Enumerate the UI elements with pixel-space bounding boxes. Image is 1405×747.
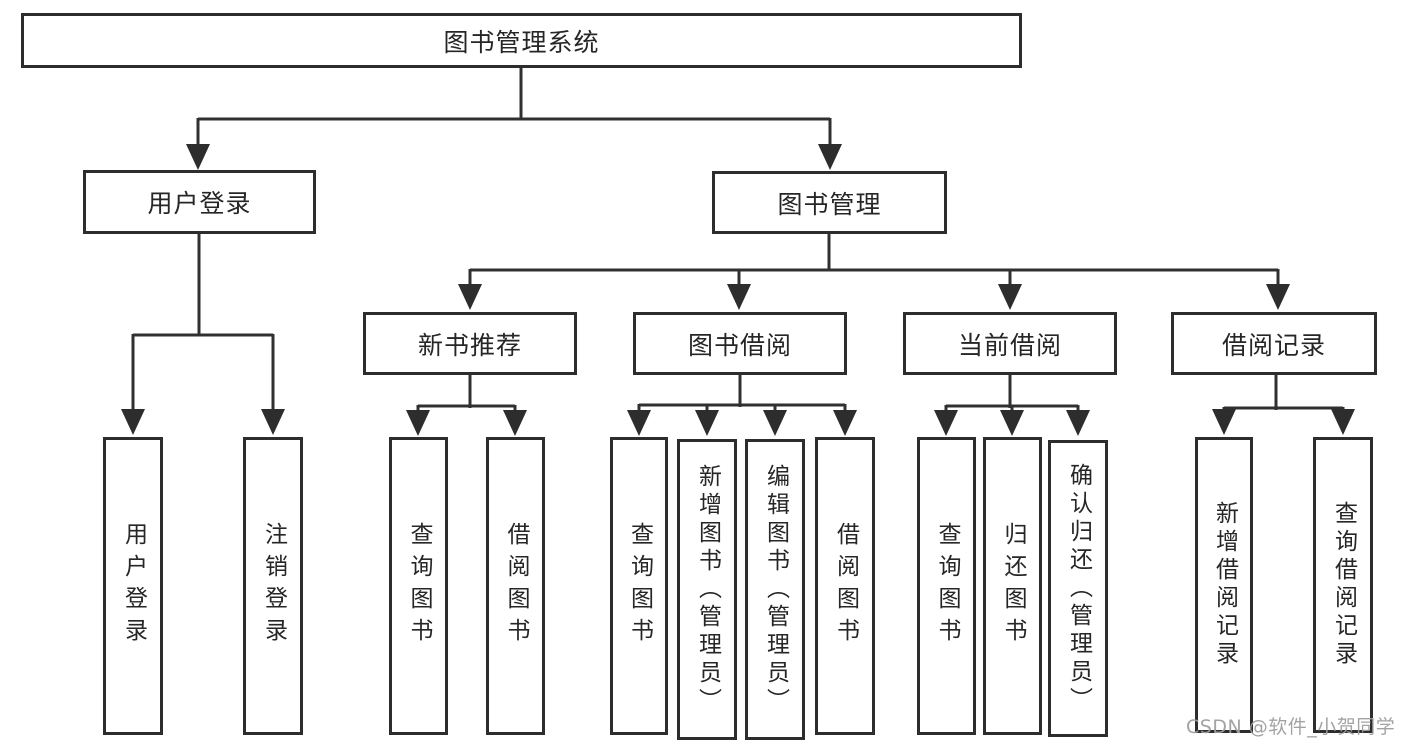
leaf-label: 查询图书 [626, 522, 653, 650]
node-current-borrow: 当前借阅 [903, 312, 1117, 375]
node-label: 当前借阅 [957, 330, 1062, 360]
leaf-query-book-recommend: 查询图书 [389, 437, 448, 735]
arrowhead [1000, 410, 1024, 436]
arrowhead [998, 284, 1022, 310]
node-book-borrow: 图书借阅 [633, 312, 847, 375]
leaf-borrow-book: 借阅图书 [815, 437, 875, 735]
leaf-label: 查询图书 [406, 522, 432, 650]
node-label: 图书借阅 [687, 330, 792, 360]
arrowhead [833, 410, 857, 436]
leaf-confirm-return-admin: 确认归还（管理员） [1048, 440, 1108, 737]
node-label: 图书管理 [777, 189, 882, 219]
arrowhead [695, 410, 719, 436]
node-book-management: 图书管理 [712, 171, 947, 234]
arrowhead [727, 284, 751, 310]
leaf-edit-book-admin: 编辑图书（管理员） [745, 439, 805, 740]
node-label: 图书管理系统 [443, 27, 600, 57]
arrowhead [627, 410, 651, 436]
leaf-query-borrow-record: 查询借阅记录 [1313, 437, 1373, 733]
leaf-add-borrow-record: 新增借阅记录 [1195, 437, 1253, 733]
leaf-return-book: 归还图书 [983, 437, 1042, 735]
leaf-label: 用户登录 [120, 522, 147, 650]
node-label: 借阅记录 [1221, 330, 1326, 360]
leaf-label: 归还图书 [1000, 522, 1026, 650]
arrowhead [186, 144, 210, 170]
leaf-query-book-borrow: 查询图书 [610, 437, 668, 735]
arrowhead [1066, 410, 1090, 436]
leaf-user-login: 用户登录 [103, 437, 163, 735]
node-user-login: 用户登录 [83, 170, 316, 234]
leaf-label: 注销登录 [260, 522, 287, 650]
leaf-borrow-book-recommend: 借阅图书 [486, 437, 545, 735]
node-borrow-records: 借阅记录 [1171, 312, 1377, 375]
leaf-label: 查询借阅记录 [1330, 501, 1357, 669]
arrowhead [261, 409, 285, 435]
arrowhead [763, 410, 787, 436]
arrowhead [121, 409, 145, 435]
leaf-logout: 注销登录 [243, 437, 303, 735]
arrowhead [406, 410, 430, 436]
leaf-label: 借阅图书 [832, 522, 859, 650]
leaf-label: 确认归还（管理员） [1065, 462, 1092, 715]
arrowhead [934, 410, 958, 436]
leaf-query-book-current: 查询图书 [917, 437, 976, 735]
node-label: 新书推荐 [417, 330, 522, 360]
leaf-label: 编辑图书（管理员） [762, 463, 789, 716]
leaf-label: 新增借阅记录 [1211, 501, 1238, 669]
csdn-watermark: CSDN @软件_小贺同学 [1186, 716, 1396, 738]
leaf-add-book-admin: 新增图书（管理员） [677, 439, 737, 740]
node-label: 用户登录 [147, 189, 252, 218]
arrowhead [1266, 284, 1290, 310]
leaf-label: 借阅图书 [503, 522, 529, 650]
leaf-label: 新增图书（管理员） [694, 463, 721, 716]
arrowhead [1212, 409, 1236, 435]
arrowhead [503, 410, 527, 436]
arrowhead [818, 144, 842, 170]
leaf-label: 查询图书 [934, 522, 960, 650]
node-root-system: 图书管理系统 [21, 13, 1022, 68]
node-new-book-recommend: 新书推荐 [363, 312, 577, 375]
arrowhead [1331, 409, 1355, 435]
arrowhead [458, 284, 482, 310]
